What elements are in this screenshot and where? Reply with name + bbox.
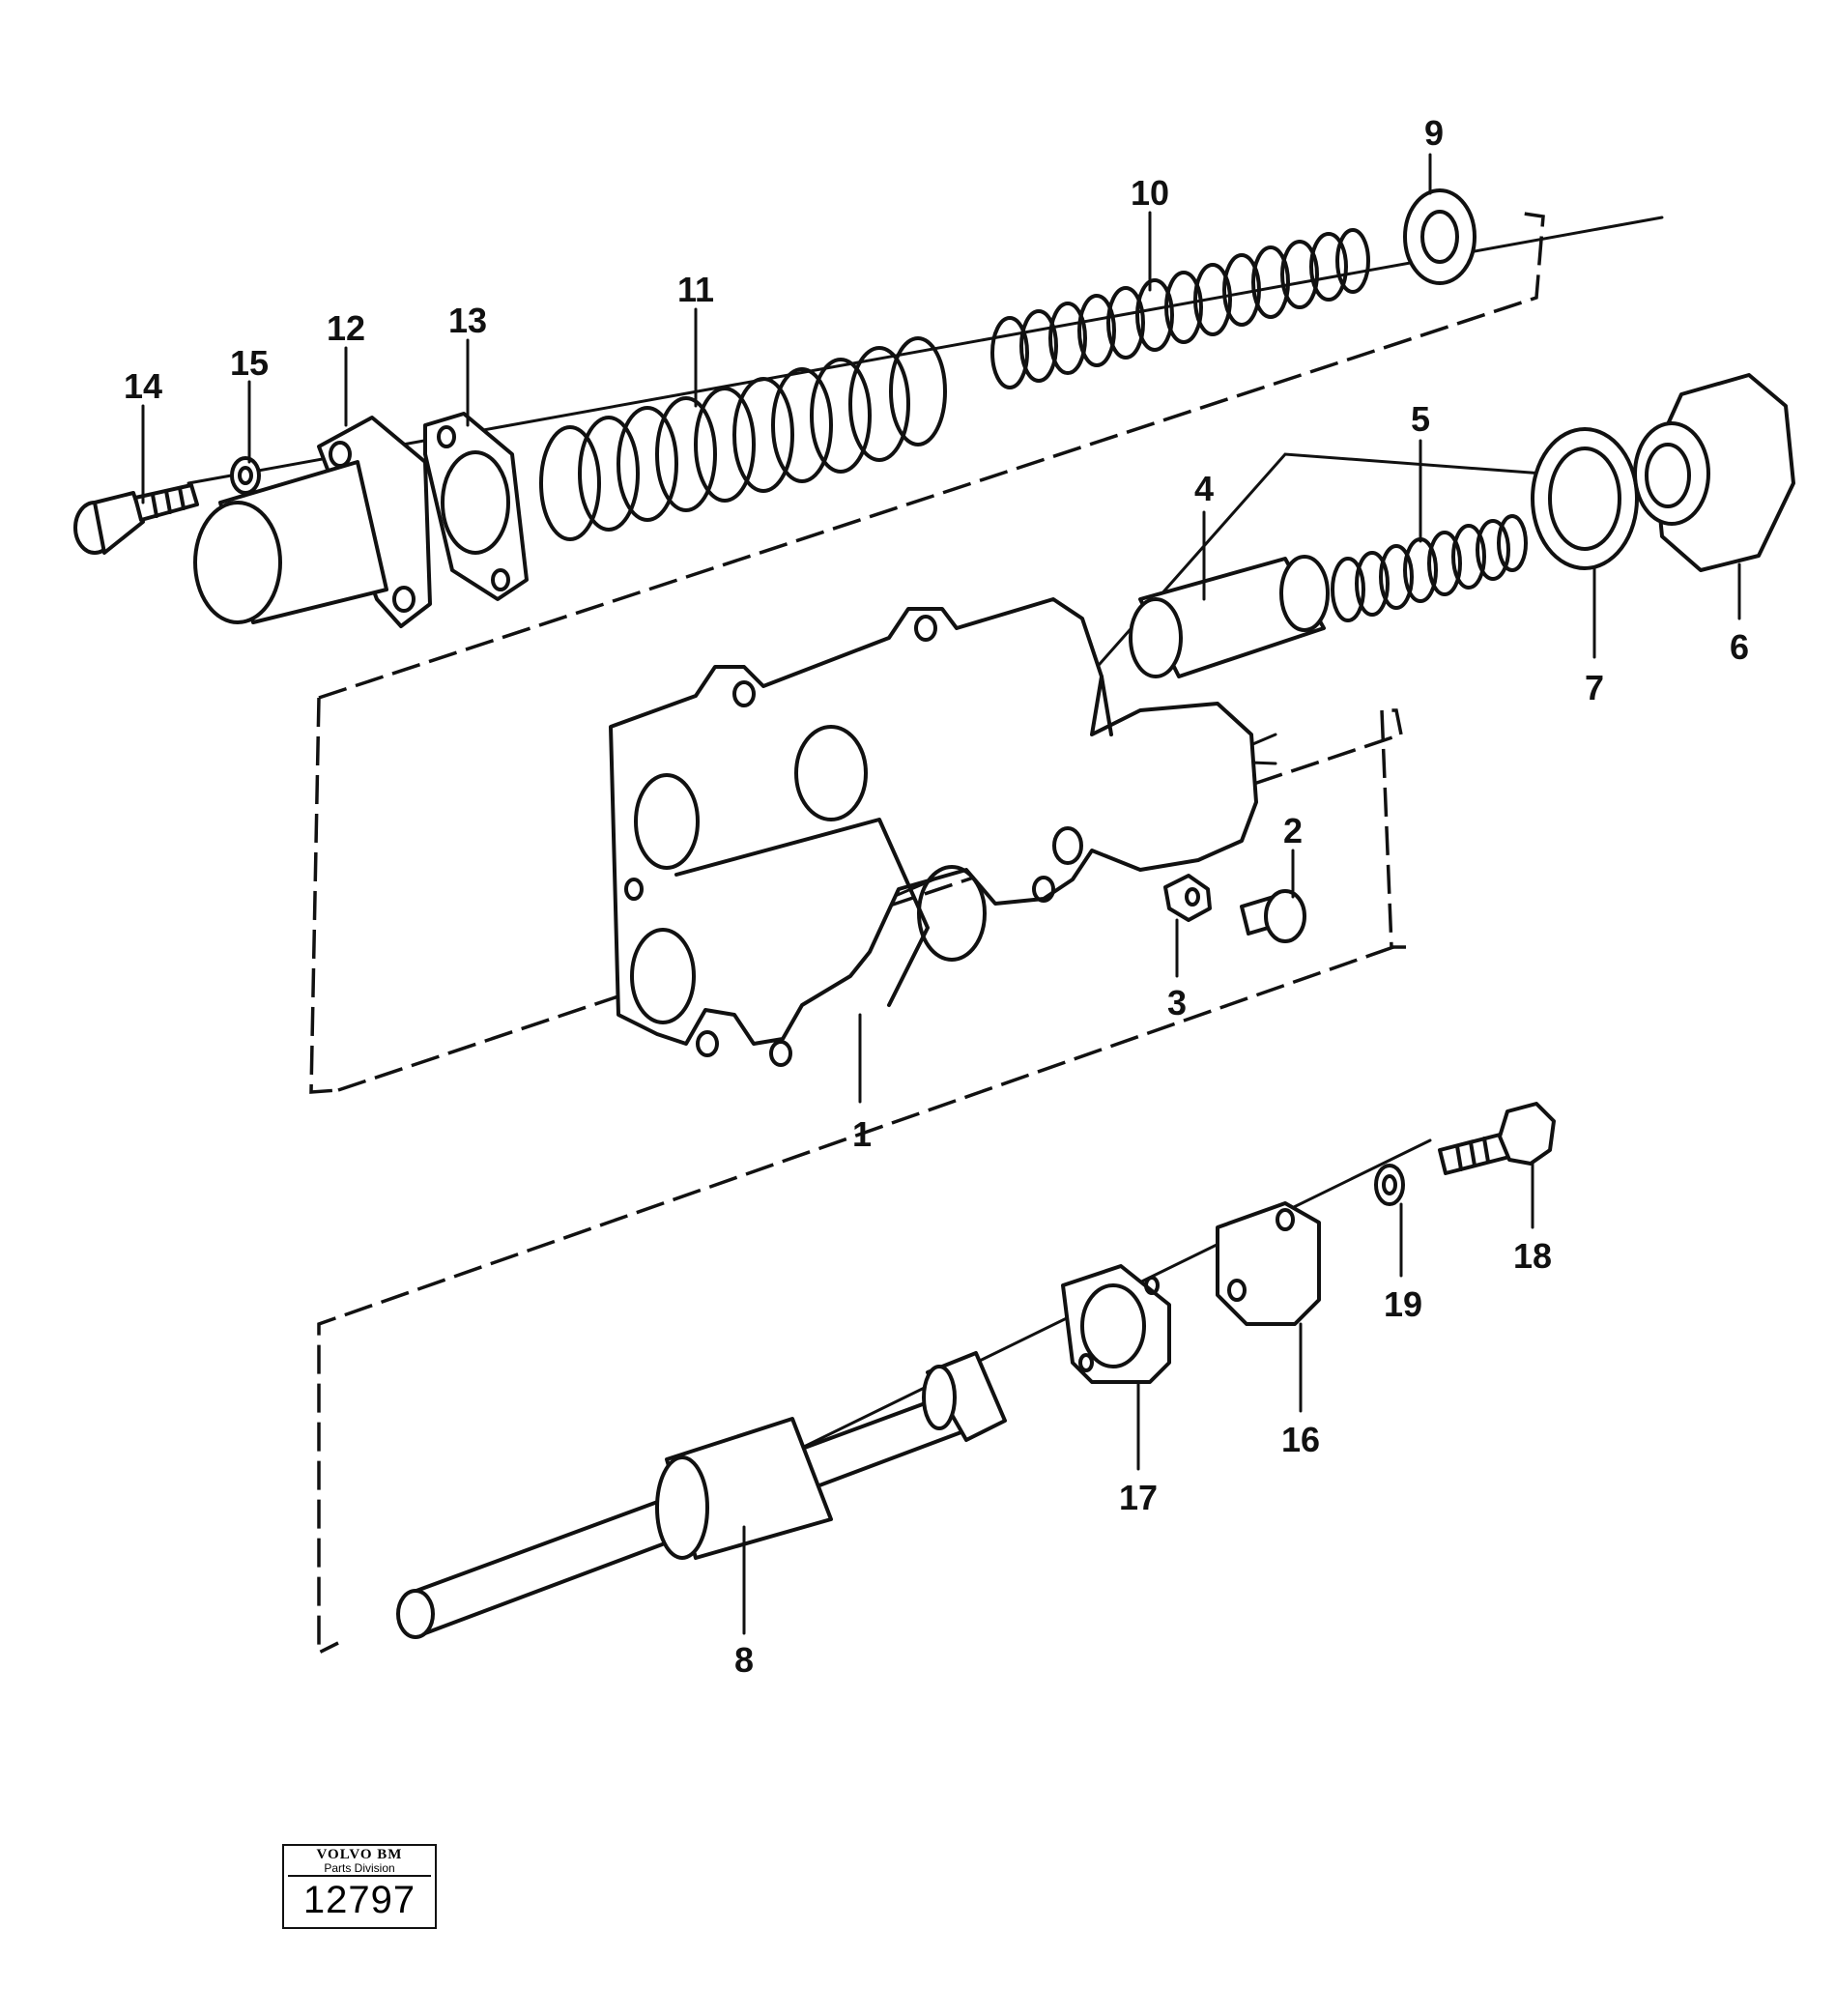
part-11-spring	[539, 336, 947, 541]
part-15-washer	[230, 456, 261, 495]
part-12-cover	[193, 416, 432, 628]
callout-2: 2	[1283, 811, 1303, 850]
callout-16: 16	[1281, 1420, 1320, 1459]
callout-17: 17	[1119, 1478, 1158, 1517]
callout-1: 1	[852, 1114, 872, 1154]
part-5-spring	[1331, 514, 1528, 622]
callout-4: 4	[1194, 469, 1214, 508]
leader-lines	[141, 153, 1741, 1635]
part-13-gasket	[423, 412, 529, 601]
part-18-bolt	[1438, 1102, 1556, 1175]
part-2-screw	[1240, 889, 1306, 943]
callout-10: 10	[1131, 173, 1169, 213]
callout-5: 5	[1411, 399, 1430, 439]
callout-8: 8	[734, 1640, 754, 1680]
part-14-screw	[73, 483, 199, 555]
volvo-bm-parts-stamp: VOLVO BM Parts Division 12797	[282, 1844, 437, 1929]
callout-6: 6	[1730, 627, 1749, 667]
part-7-seal-ring	[1531, 427, 1639, 570]
part-17-gasket	[1061, 1264, 1171, 1384]
callout-11: 11	[677, 270, 714, 309]
part-8-shaft	[396, 1351, 1007, 1639]
part-9-washer	[1403, 188, 1477, 285]
stamp-code: 12797	[302, 1879, 416, 1921]
part-16-cover-plate	[1216, 1201, 1321, 1326]
callout-9: 9	[1424, 113, 1444, 153]
callout-3: 3	[1167, 983, 1187, 1022]
callout-14: 14	[124, 366, 162, 406]
callout-7: 7	[1585, 668, 1604, 707]
part-1-housing	[609, 597, 1258, 1067]
callout-13: 13	[448, 301, 487, 340]
part-4-piston	[1129, 555, 1330, 678]
callout-18: 18	[1513, 1236, 1552, 1276]
callouts: 1 2 3 4 5 6 7 8 9 10 11 12 13 14 15 16 1…	[124, 113, 1749, 1680]
stamp-brand: VOLVO BM	[316, 1847, 403, 1862]
part-10-spring	[990, 228, 1370, 389]
part-3-nut	[1163, 874, 1212, 922]
part-6-plug	[1633, 373, 1795, 572]
part-19-washer	[1374, 1164, 1405, 1206]
stamp-division: Parts Division	[288, 1862, 431, 1877]
callout-19: 19	[1384, 1284, 1422, 1324]
callout-12: 12	[327, 308, 365, 348]
callout-15: 15	[230, 343, 269, 383]
